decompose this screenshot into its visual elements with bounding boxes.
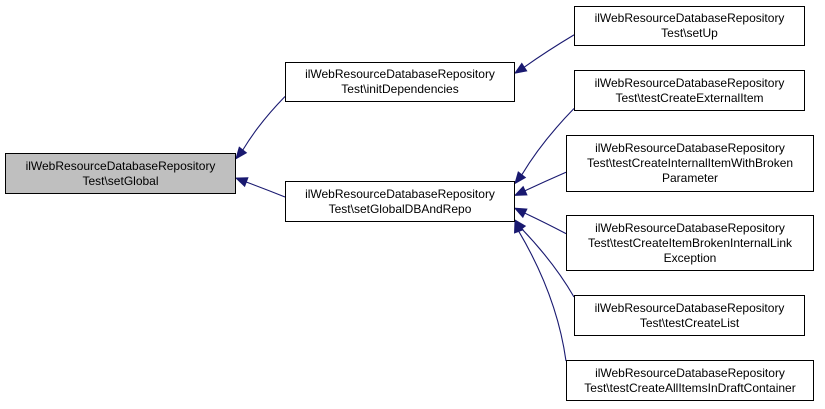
node-label-line: Test\testCreateAllItemsInDraftContainer <box>584 380 796 395</box>
node-label-line: ilWebResourceDatabaseRepository <box>305 67 495 81</box>
node-label-line: ilWebResourceDatabaseRepository <box>595 141 785 155</box>
node-label-line: Test\setGlobalDBAndRepo <box>328 201 472 216</box>
node-label-line: Test\setGlobal <box>82 173 159 188</box>
edge-init_dependencies-to-set_global <box>242 96 286 151</box>
edge-arrowhead <box>513 62 528 74</box>
edge-set_global_db_and_repo-to-set_global <box>246 181 286 198</box>
node-label-line: Test\testCreateExternalItem <box>615 90 764 105</box>
edge-test_create_item_broken_internal_link_exception-to-set_global_db_and_repo <box>524 212 567 235</box>
edge-test_create_external_item-to-set_global_db_and_repo <box>521 108 575 176</box>
node-label-line: Test\setUp <box>661 26 718 40</box>
node-label-line: Test\testCreateItemBrokenInternalLink <box>587 235 793 250</box>
edge-arrowhead <box>513 207 528 219</box>
edge-arrowhead <box>514 171 527 185</box>
node-label-line: Parameter <box>661 171 719 185</box>
edge-test_create_all_items_in_draft_container-to-set_global_db_and_repo <box>518 231 567 362</box>
node-label-line: ilWebResourceDatabaseRepository <box>595 365 785 380</box>
edge-arrowhead <box>235 146 248 160</box>
node-label-line: Exception <box>663 250 717 265</box>
node-label-line: Test\testCreateInternalItemWithBroken <box>586 156 794 170</box>
node-label-line: ilWebResourceDatabaseRepository <box>595 220 785 235</box>
edge-test_create_list-to-set_global_db_and_repo <box>521 228 575 298</box>
node-label-line: ilWebResourceDatabaseRepository <box>594 300 785 315</box>
node-label-line: Test\initDependencies <box>341 82 459 96</box>
node-label-line: ilWebResourceDatabaseRepository <box>594 75 785 90</box>
edge-arrowhead <box>514 219 524 234</box>
edge-arrowhead <box>513 185 528 196</box>
edge-arrowhead <box>234 177 249 188</box>
node-label-line: Test\testCreateList <box>639 315 740 330</box>
node-label-line: ilWebResourceDatabaseRepository <box>305 186 495 201</box>
node-label-line: ilWebResourceDatabaseRepository <box>594 11 785 25</box>
edge-set_up-to-init_dependencies <box>523 34 575 68</box>
node-label-line: ilWebResourceDatabaseRepository <box>25 158 216 173</box>
edge-test_create_internal_item_with_broken_parameter-to-set_global_db_and_repo <box>524 171 567 192</box>
